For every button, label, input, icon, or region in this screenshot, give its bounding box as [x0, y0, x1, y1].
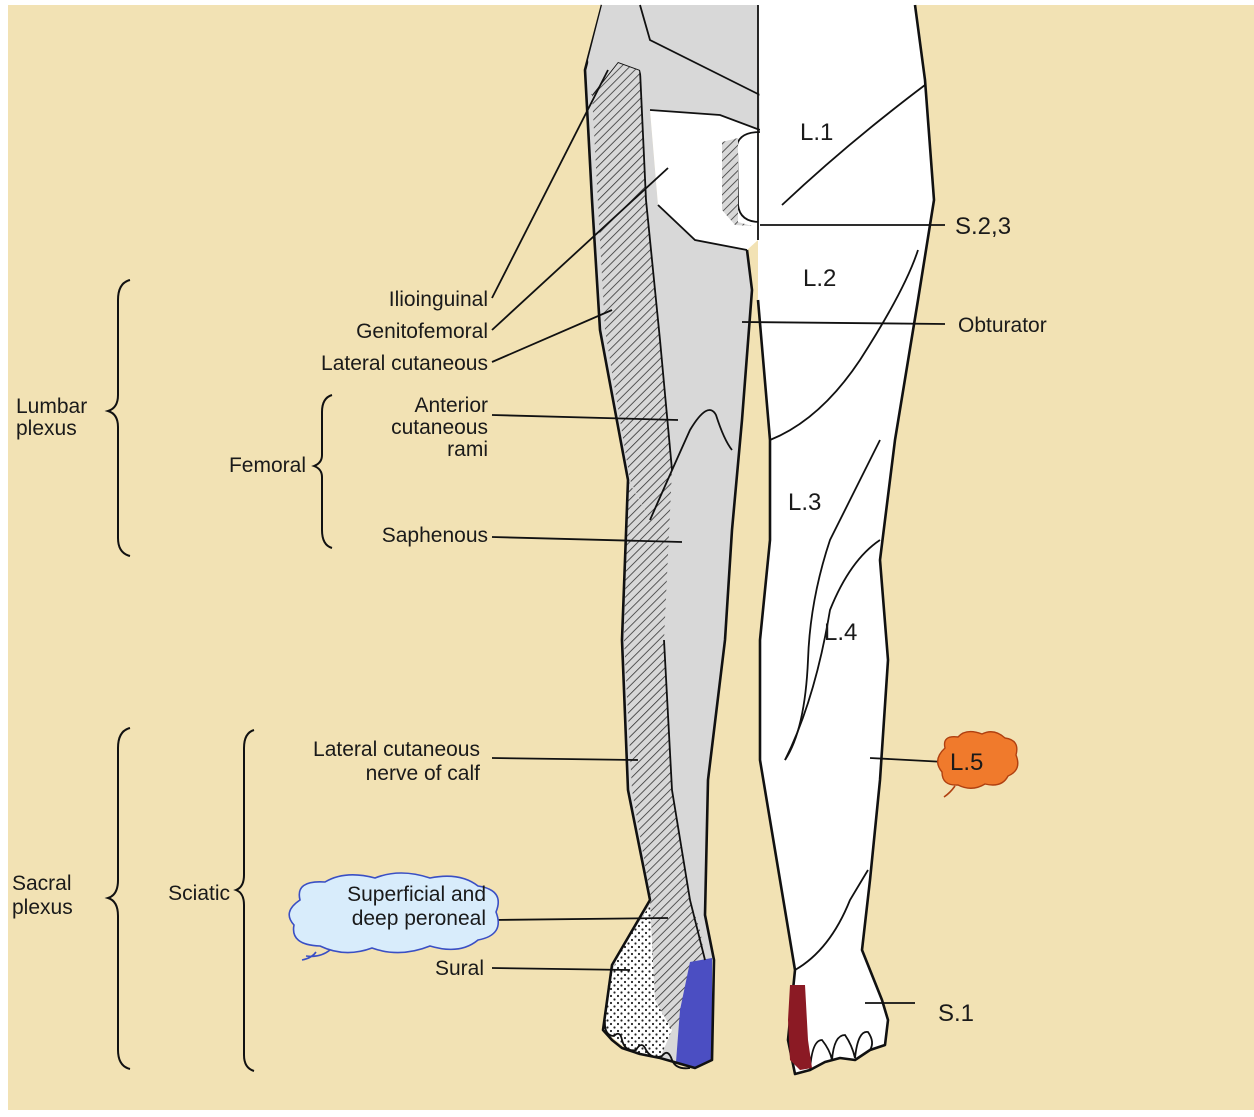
label-cutaneous: cutaneous [391, 416, 488, 439]
label-rami: rami [447, 438, 488, 461]
label-saphenous: Saphenous [382, 524, 488, 547]
segment-l3: L.3 [788, 489, 821, 516]
segment-l1: L.1 [800, 119, 833, 146]
label-s23: S.2,3 [955, 213, 1011, 240]
label-sacral: Sacral [12, 872, 72, 895]
label-sciatic: Sciatic [168, 882, 230, 905]
label-nerve-of-calf: nerve of calf [366, 762, 481, 785]
label-femoral: Femoral [229, 454, 306, 477]
label-lateral-cutaneous-calf: Lateral cutaneous [313, 738, 480, 761]
label-anterior: Anterior [414, 394, 488, 417]
segment-l4: L.4 [824, 619, 857, 646]
segment-l5: L.5 [950, 749, 983, 776]
label-lumbar: Lumbar [16, 395, 87, 418]
label-superficial-and: Superficial and [347, 883, 486, 906]
label-s1: S.1 [938, 1000, 974, 1027]
label-sural: Sural [435, 957, 484, 980]
label-lateral-cutaneous: Lateral cutaneous [321, 352, 488, 375]
label-deep-peroneal: deep peroneal [352, 907, 486, 930]
label-lumbar-plexus: plexus [16, 417, 77, 440]
segment-l2: L.2 [803, 265, 836, 292]
label-ilioinguinal: Ilioinguinal [389, 288, 488, 311]
label-obturator: Obturator [958, 314, 1047, 337]
label-sacral-plexus: plexus [12, 896, 73, 919]
label-genitofemoral: Genitofemoral [356, 320, 488, 343]
